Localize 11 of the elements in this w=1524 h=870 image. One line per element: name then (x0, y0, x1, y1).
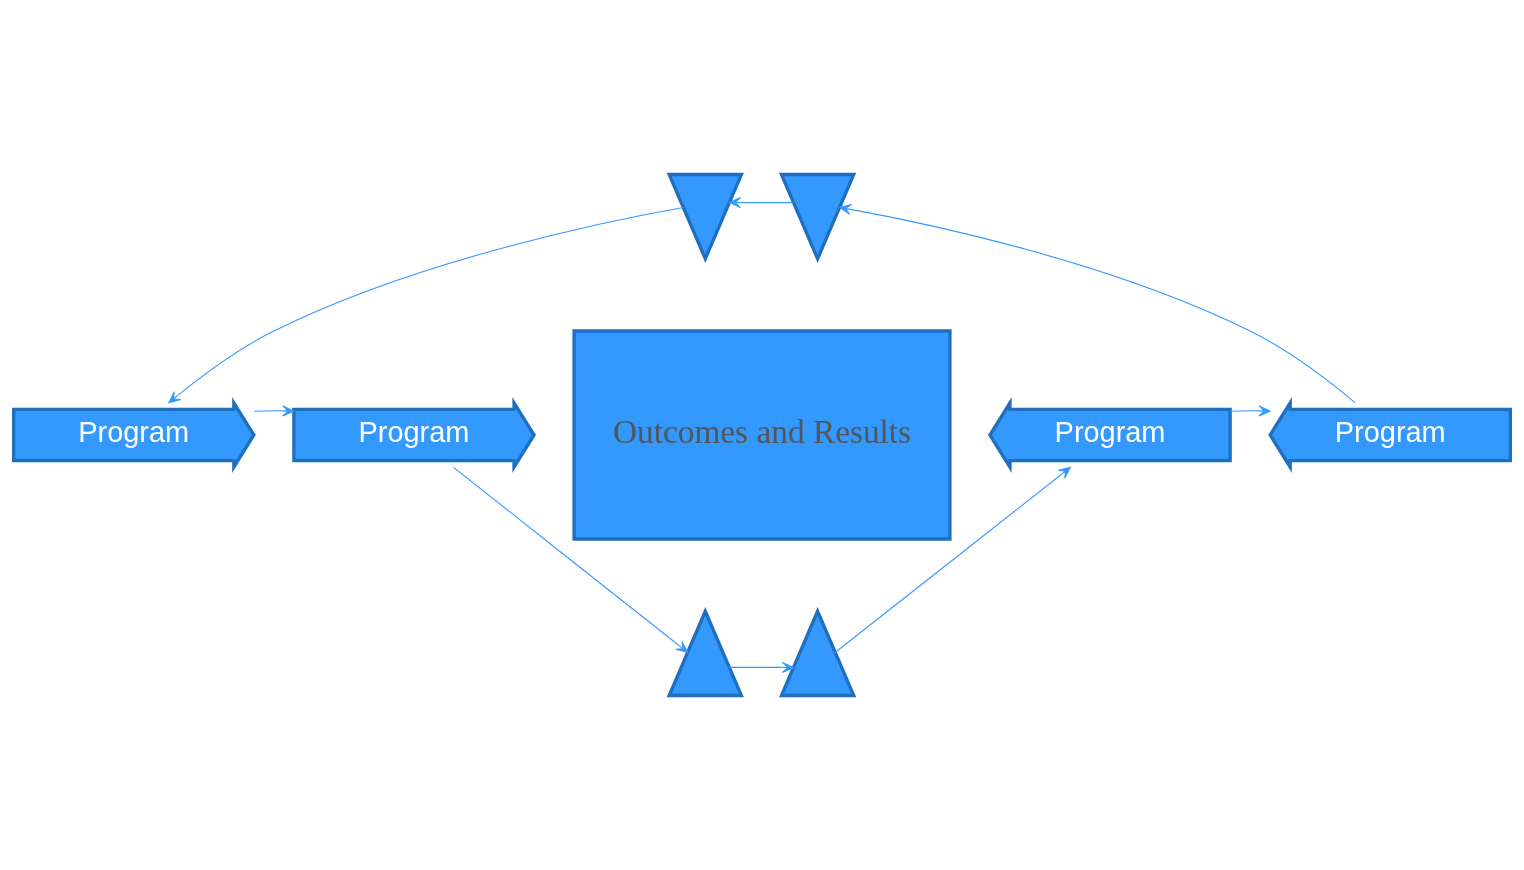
arrow (453, 466, 689, 653)
arrow (728, 661, 795, 673)
arrow (728, 197, 795, 209)
arrow (168, 206, 684, 404)
arrow (839, 203, 1356, 404)
node-arrow (778, 172, 857, 263)
arrow (253, 405, 295, 417)
node-box: Outcomes and Results (572, 329, 952, 541)
arrow (1229, 405, 1271, 417)
node-arrow (666, 607, 744, 698)
arrow (834, 466, 1071, 653)
